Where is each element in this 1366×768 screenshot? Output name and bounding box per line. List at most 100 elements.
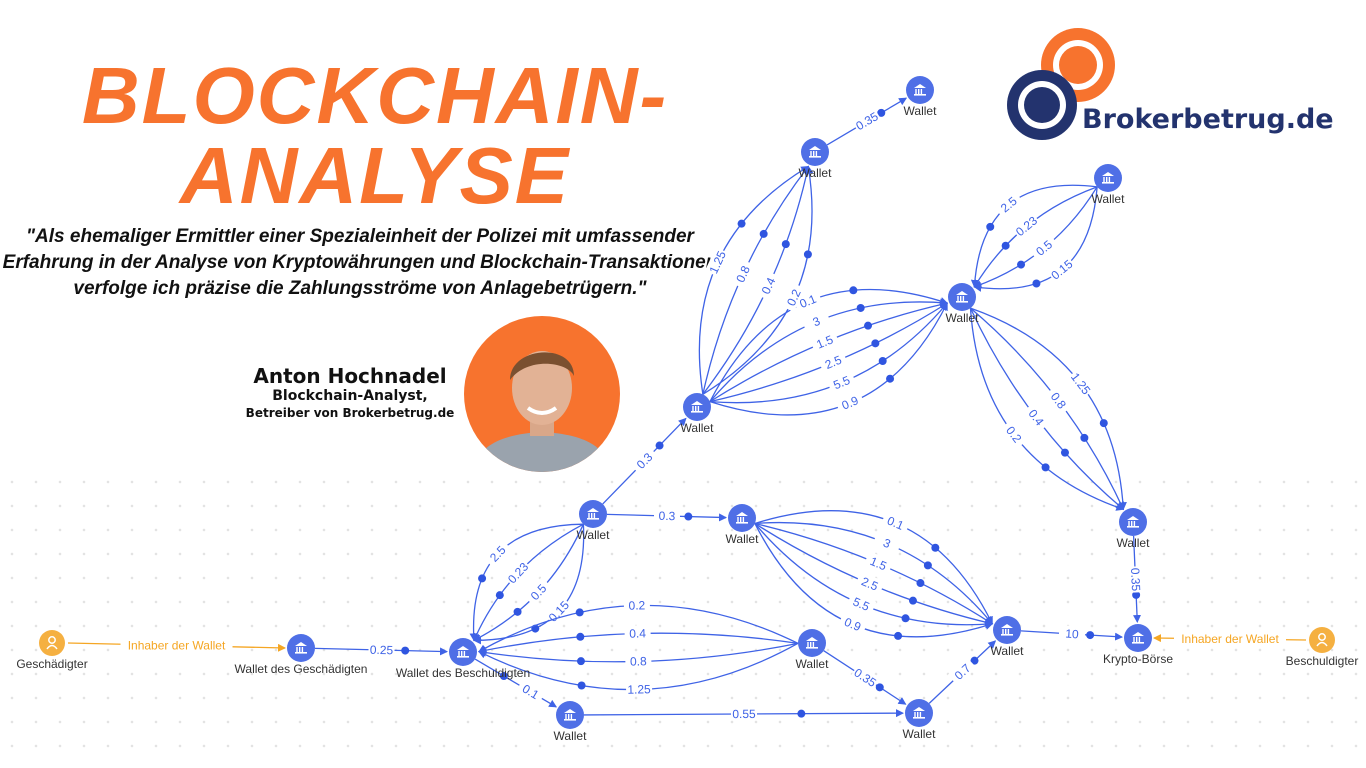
wallet-node[interactable]: Wallet — [903, 699, 937, 741]
transaction-edge[interactable]: 0.35 — [823, 650, 907, 705]
edge-dot — [1041, 463, 1050, 472]
transaction-edge[interactable]: 0.4 — [702, 165, 811, 395]
edge-dot — [986, 222, 995, 231]
edge-dot — [737, 219, 746, 228]
transaction-edge[interactable]: 0.7 — [928, 640, 997, 704]
node-label: Wallet — [577, 528, 611, 542]
bank-icon — [457, 646, 469, 658]
edge-dot — [577, 681, 586, 690]
wallet-node[interactable]: Wallet — [681, 393, 715, 435]
transaction-edge[interactable]: 0.35 — [1128, 535, 1145, 624]
transaction-edge[interactable]: 0.25 — [314, 641, 449, 658]
transaction-edge[interactable]: 0.2 — [969, 308, 1125, 511]
bank-icon — [913, 707, 925, 719]
edge-amount: 0.8 — [630, 654, 647, 668]
node-label: Wallet des Geschädigten — [235, 662, 368, 676]
wallet-node[interactable]: Wallet — [796, 629, 830, 671]
edge-amount: 0.2 — [784, 287, 804, 308]
edge-line — [698, 165, 810, 395]
wallet-node[interactable]: Wallet des Beschuldigten — [396, 638, 530, 680]
transaction-edge[interactable]: 0.15 — [973, 186, 1098, 292]
wallet-node[interactable]: Wallet — [1092, 164, 1126, 206]
transaction-edge[interactable]: 2.5 — [469, 523, 584, 642]
transaction-edge[interactable]: 0.35 — [826, 97, 908, 146]
transaction-edge[interactable]: 3 — [754, 522, 993, 625]
edge-line — [702, 165, 814, 395]
transaction-edge[interactable]: 5.5 — [754, 523, 994, 629]
transaction-edge[interactable]: 1.25 — [478, 642, 799, 697]
transaction-edge[interactable]: 1.5 — [754, 522, 994, 625]
transaction-edge[interactable]: 1.5 — [709, 300, 949, 403]
edge-amount: 5.5 — [851, 595, 872, 615]
wallet-node[interactable]: Wallet — [799, 138, 833, 180]
transaction-edge[interactable]: 0.2 — [702, 165, 814, 395]
wallet-node[interactable]: Wallet des Geschädigten — [235, 634, 368, 676]
edge-dot — [401, 646, 410, 655]
transaction-edge[interactable]: 1.25 — [698, 165, 810, 395]
transaction-edge[interactable]: 2.5 — [970, 184, 1098, 288]
transaction-edge[interactable]: 10 — [1020, 625, 1124, 641]
bank-icon — [295, 642, 307, 654]
transaction-edge[interactable]: 0.2 — [478, 597, 799, 653]
edge-amount: 0.9 — [840, 393, 861, 412]
wallet-node[interactable]: Wallet — [1117, 508, 1151, 550]
person-company: Betreiber von Brokerbetrug.de — [245, 406, 455, 420]
edge-line — [469, 523, 584, 642]
transaction-edge[interactable]: 0.4 — [478, 625, 799, 655]
bank-icon — [1132, 632, 1144, 644]
node-label: Wallet des Beschuldigten — [396, 666, 530, 680]
edge-amount: 3 — [881, 536, 893, 552]
edge-amount: 3 — [811, 314, 823, 330]
edge-line — [973, 186, 1098, 292]
transaction-edge[interactable]: 0.5 — [473, 523, 584, 641]
edge-dot — [576, 632, 585, 641]
transaction-edge[interactable]: 0.23 — [473, 523, 584, 642]
transaction-edge[interactable]: 0.23 — [973, 186, 1098, 288]
edge-dot — [495, 591, 504, 600]
transaction-edge[interactable]: 0.3 — [606, 507, 728, 524]
wallet-node[interactable]: Wallet — [554, 701, 588, 743]
wallet-node[interactable]: Wallet — [946, 283, 980, 325]
transaction-edge[interactable]: 2.5 — [754, 522, 994, 627]
transaction-edge[interactable]: 3 — [709, 298, 949, 403]
transaction-edge[interactable]: 0.9 — [754, 523, 994, 640]
edge-dot — [877, 108, 886, 117]
edge-line — [973, 186, 1098, 289]
edge-line — [969, 307, 1125, 510]
transaction-edge[interactable]: 0.8 — [970, 307, 1125, 511]
transaction-edge[interactable]: 1.25 — [970, 307, 1127, 511]
transaction-edge[interactable]: 5.5 — [709, 302, 948, 404]
transaction-edge[interactable]: 0.55 — [583, 705, 904, 721]
transaction-edge[interactable]: 0.1 — [754, 510, 993, 625]
edge-line — [969, 308, 1125, 511]
transaction-edge[interactable]: 2.5 — [709, 302, 949, 403]
exchange-node[interactable]: Krypto-Börse — [1103, 624, 1173, 666]
edge-amount: 0.9 — [842, 615, 863, 635]
transaction-edge[interactable]: 0.15 — [472, 524, 585, 645]
transaction-edge[interactable]: 0.9 — [709, 302, 948, 416]
person-node[interactable]: Beschuldigter — [1286, 627, 1359, 668]
user-icon — [46, 636, 58, 650]
wallet-node[interactable]: Wallet — [577, 500, 611, 542]
edge-dot — [856, 303, 865, 312]
bank-icon — [809, 146, 821, 158]
transaction-edge[interactable]: 0.8 — [702, 165, 809, 395]
edge-line — [973, 186, 1098, 288]
transaction-edge[interactable]: 0.1 — [709, 286, 949, 402]
transaction-edge[interactable]: 0.3 — [602, 417, 687, 505]
bank-icon — [806, 637, 818, 649]
wallet-node[interactable]: Wallet — [991, 616, 1025, 658]
wallet-node[interactable]: Wallet — [904, 76, 938, 118]
person-node[interactable]: Geschädigter — [16, 630, 88, 671]
edge-amount: 1.25 — [627, 682, 651, 697]
bank-icon — [956, 291, 968, 303]
edge-dot — [513, 607, 522, 616]
transaction-edge[interactable]: 0.4 — [969, 307, 1125, 510]
wallet-node[interactable]: Wallet — [726, 504, 760, 546]
transaction-edge[interactable]: 0.1 — [474, 658, 558, 708]
edge-amount: 0.25 — [370, 643, 394, 658]
owner-link: Inhaber der Wallet — [1153, 630, 1307, 646]
transaction-edge[interactable]: 0.8 — [478, 642, 799, 669]
bank-icon — [1127, 516, 1139, 528]
transaction-edge[interactable]: 0.5 — [973, 186, 1098, 289]
